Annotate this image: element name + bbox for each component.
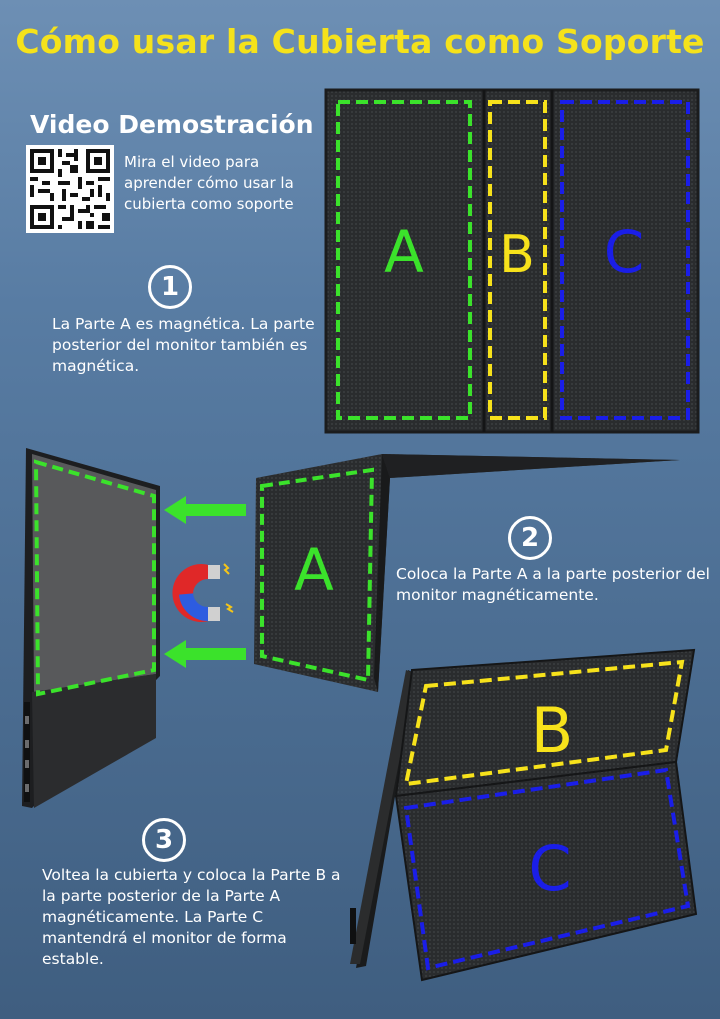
cover-panels-diagram: A B C xyxy=(324,88,700,434)
video-description: Mira el video para aprender cómo usar la… xyxy=(124,153,294,213)
step-1-text: La Parte A es magnética. La parte poster… xyxy=(52,315,315,375)
panel-c-outline xyxy=(560,100,690,420)
panel-b-outline xyxy=(488,100,547,420)
step-2-number: 2 xyxy=(508,516,552,560)
arrow-left-icon xyxy=(164,640,246,668)
panel-b-label: B xyxy=(499,225,535,285)
magnet-icon xyxy=(172,563,234,622)
panel-a-outline xyxy=(336,100,472,420)
arrow-left-icon xyxy=(164,496,246,524)
step-2-text: Coloca la Parte A a la parte posterior d… xyxy=(396,565,710,604)
step-3-number: 3 xyxy=(142,818,186,862)
panel-a-label: A xyxy=(384,218,424,286)
step-3-text: Voltea la cubierta y coloca la Parte B a… xyxy=(42,866,341,968)
monitor-back-diagram xyxy=(22,448,160,808)
qr-code-icon[interactable] xyxy=(26,145,114,233)
video-heading: Video Demostración xyxy=(30,110,314,139)
folded-panel-a-label: A xyxy=(294,536,334,604)
panel-c-label: C xyxy=(604,218,645,286)
cover-stand-diagram: B C xyxy=(350,648,698,982)
cover-folded-diagram: A xyxy=(254,454,680,692)
page-title: Cómo usar la Cubierta como Soporte xyxy=(15,22,705,61)
step-1-number: 1 xyxy=(148,265,192,309)
stand-panel-b-label: B xyxy=(531,694,574,767)
stand-panel-c-label: C xyxy=(528,832,571,905)
